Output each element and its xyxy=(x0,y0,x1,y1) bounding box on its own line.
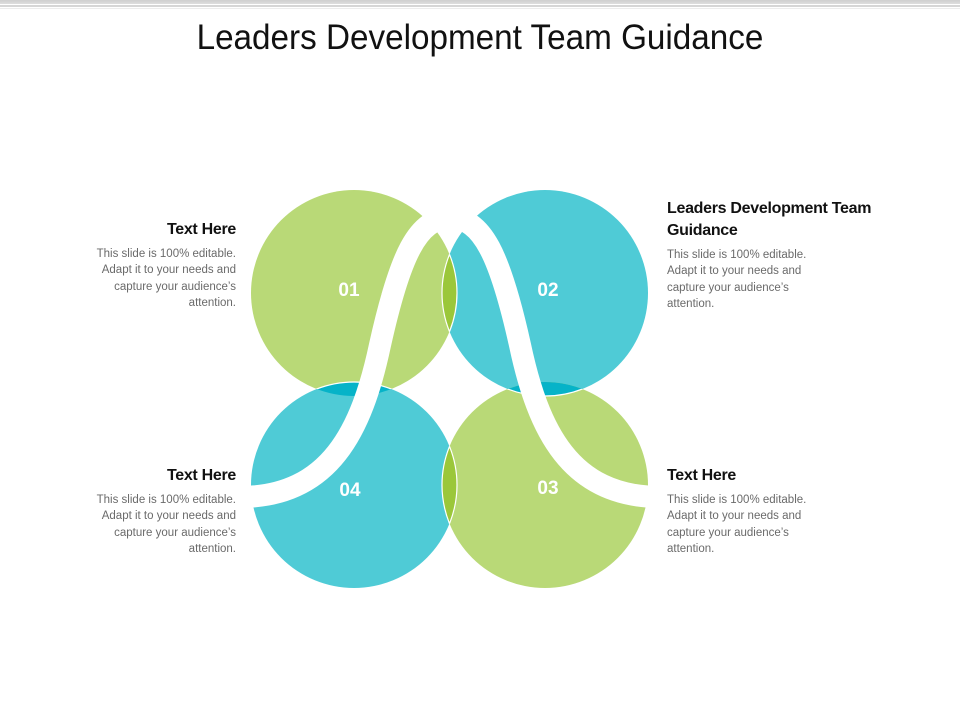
circle-label-01: 01 xyxy=(338,280,360,301)
circle-label-02: 02 xyxy=(537,280,559,301)
body-text: This slide is 100% editable. Adapt it to… xyxy=(667,249,807,310)
circle-label-03: 03 xyxy=(537,478,559,499)
top-border xyxy=(0,0,960,4)
heading: Text Here xyxy=(166,467,236,484)
circle-label-04: 04 xyxy=(339,480,361,501)
body-text: This slide is 100% editable. Adapt it to… xyxy=(667,494,807,555)
top-divider xyxy=(0,5,960,7)
overlap-01-04 xyxy=(251,381,457,396)
heading: Leaders Development Team Guidance xyxy=(667,200,872,239)
body-text: This slide is 100% editable. Adapt it to… xyxy=(96,248,236,309)
text-block-top-left: Text Here This slide is 100% editable. A… xyxy=(46,219,237,311)
overlap-01-02 xyxy=(441,190,457,396)
text-block-bottom-right: Text Here This slide is 100% editable. A… xyxy=(667,465,857,557)
overlap-03-04 xyxy=(442,382,458,588)
body-text: This slide is 100% editable. Adapt it to… xyxy=(96,494,236,555)
circle-03 xyxy=(442,382,648,588)
heading: Text Here xyxy=(166,221,236,238)
circle-04 xyxy=(251,382,457,588)
bell-curve-band xyxy=(239,206,661,508)
heading: Text Here xyxy=(667,467,737,484)
text-block-bottom-left: Text Here This slide is 100% editable. A… xyxy=(46,465,237,557)
text-block-top-right: Leaders Development Team Guidance This s… xyxy=(667,198,872,312)
top-divider-light xyxy=(0,8,960,9)
slide-title: Leaders Development Team Guidance xyxy=(196,18,764,57)
